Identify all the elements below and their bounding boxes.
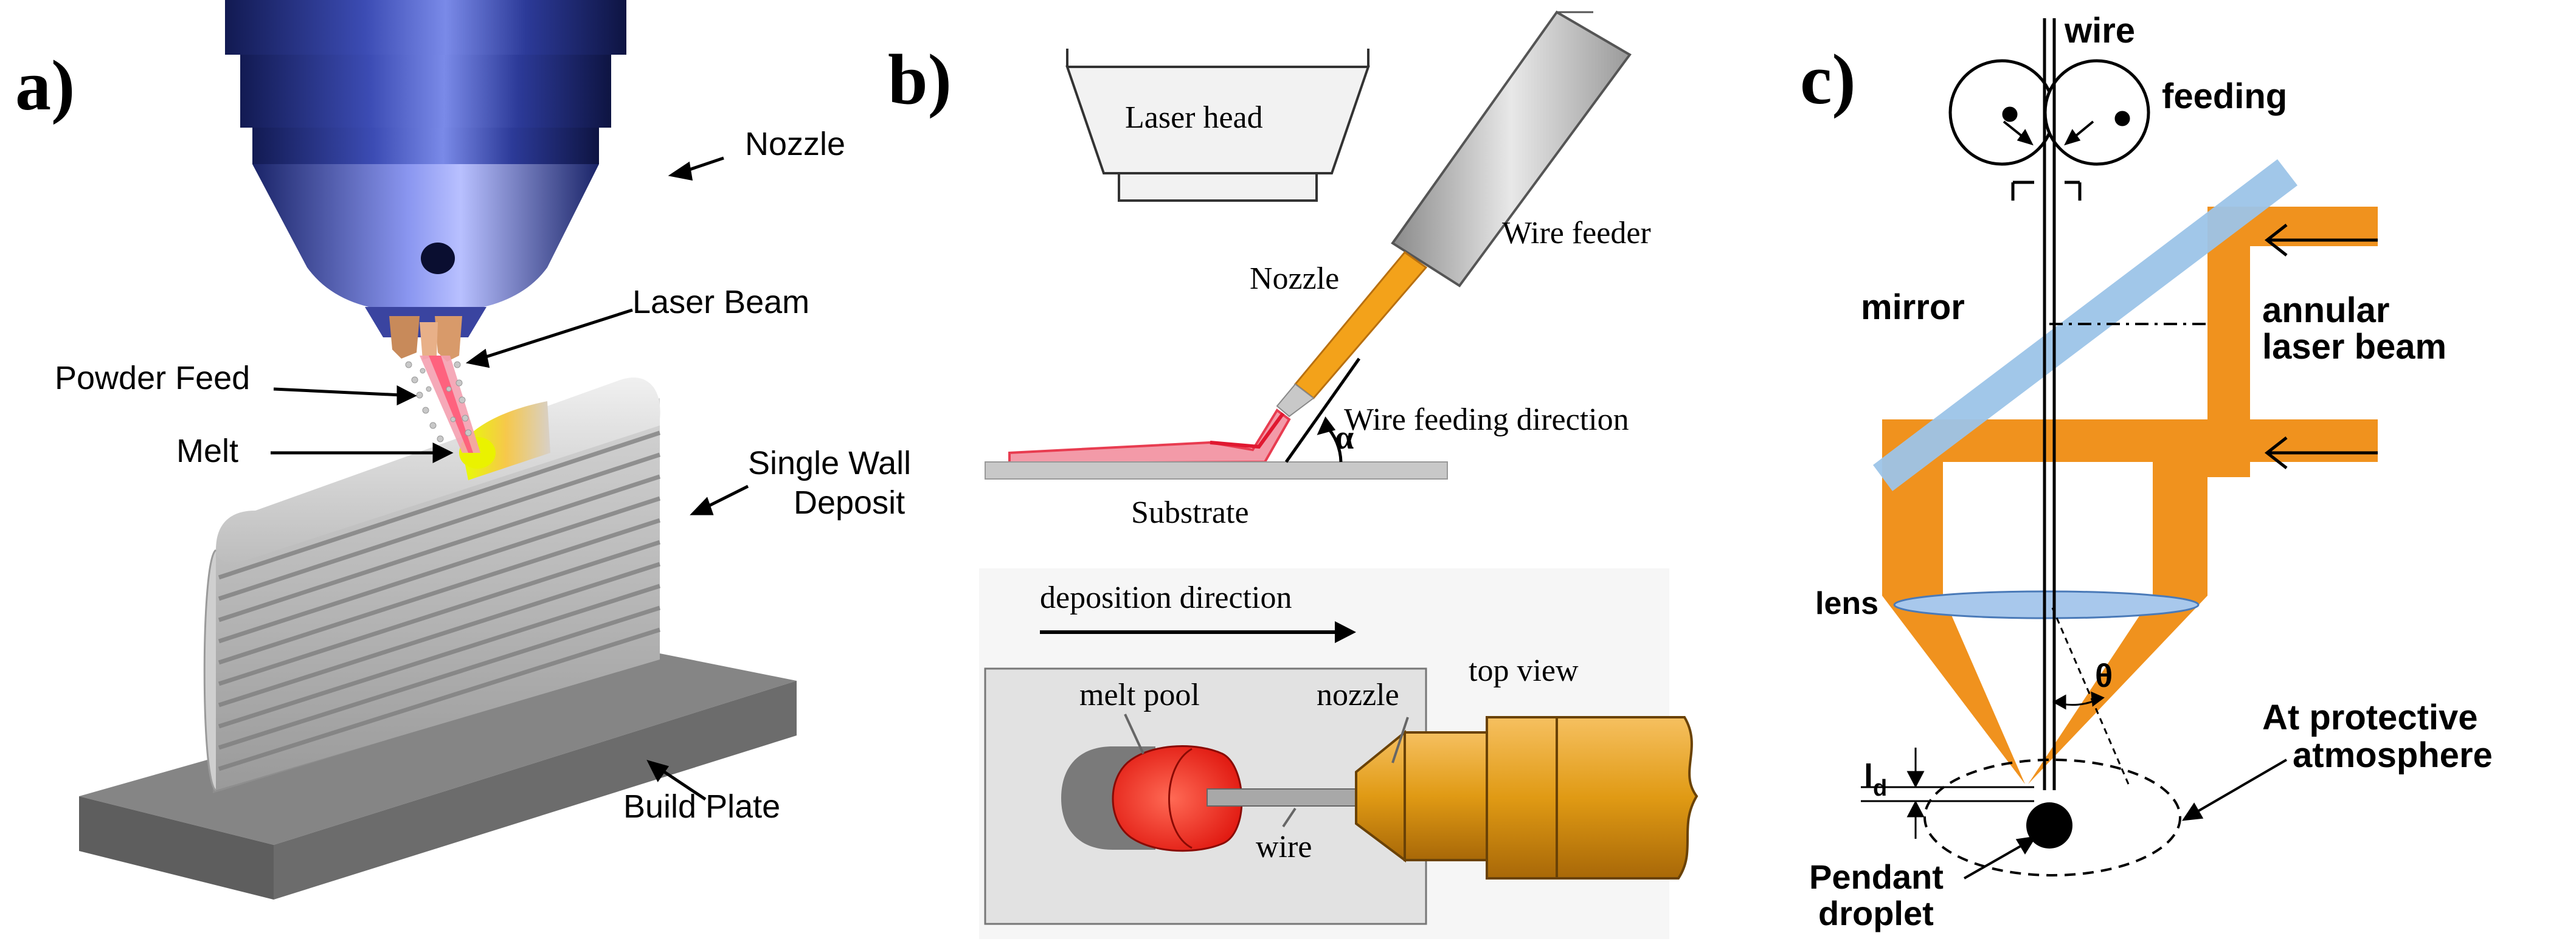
label-laser-head: Laser head bbox=[1125, 100, 1263, 135]
label-top-view: top view bbox=[1469, 653, 1579, 688]
single-wall-deposit bbox=[203, 377, 661, 793]
deposit-track bbox=[1008, 408, 1291, 465]
label-ld-main: l bbox=[1864, 758, 1873, 794]
panel-b-leaders bbox=[1124, 714, 1409, 828]
powder-stream bbox=[405, 361, 472, 443]
label-mirror: mirror bbox=[1861, 288, 1965, 327]
label-deposit: Deposit bbox=[794, 484, 905, 521]
label-nozzle-b: Nozzle bbox=[1250, 261, 1339, 296]
label-wire-feeding-direction: Wire feeding direction bbox=[1344, 402, 1629, 437]
panel-a: a) bbox=[15, 0, 911, 900]
panel-c: c) bbox=[1800, 11, 2493, 932]
deposition-nozzle bbox=[225, 0, 626, 362]
label-wire-c: wire bbox=[2064, 11, 2135, 50]
feeding-rollers bbox=[1948, 59, 2150, 166]
top-view-wire bbox=[1207, 788, 1357, 807]
label-wire-b: wire bbox=[1256, 830, 1312, 864]
label-ld-sub: d bbox=[1873, 776, 1887, 801]
label-alpha: α bbox=[1335, 419, 1354, 456]
label-deposition-direction: deposition direction bbox=[1040, 580, 1292, 615]
label-pendant: Pendant bbox=[1809, 858, 1944, 896]
roller-arrows bbox=[2003, 120, 2094, 146]
lens bbox=[1893, 590, 2200, 619]
label-wire-feeder: Wire feeder bbox=[1502, 216, 1651, 250]
wire-c bbox=[2011, 18, 2082, 790]
panel-a-leaders bbox=[271, 156, 749, 801]
laser-beam bbox=[420, 356, 480, 453]
deposition-direction-arrow bbox=[1040, 621, 1356, 643]
panel-b: b) Laser head Wire feeder Nozzle bbox=[888, 10, 1698, 939]
label-build-plate: Build Plate bbox=[623, 788, 780, 825]
label-melt: Melt bbox=[176, 433, 238, 469]
label-annular: annular bbox=[2262, 291, 2390, 330]
top-view-melt-pool bbox=[1112, 745, 1243, 852]
panel-a-letter: a) bbox=[15, 46, 75, 125]
label-ld: ld bbox=[1864, 758, 1887, 801]
label-powder-feed: Powder Feed bbox=[55, 360, 250, 396]
label-lens: lens bbox=[1815, 586, 1878, 621]
label-nozzle: Nozzle bbox=[745, 126, 845, 162]
label-at-protective: At protective bbox=[2262, 698, 2478, 737]
protective-atmosphere bbox=[1923, 759, 2181, 876]
label-droplet: droplet bbox=[1818, 894, 1934, 932]
label-laser-beam: Laser Beam bbox=[632, 284, 809, 320]
laser-head bbox=[1065, 49, 1370, 202]
build-plate bbox=[79, 644, 797, 900]
label-nozzle-top: nozzle bbox=[1317, 678, 1399, 712]
substrate bbox=[985, 461, 1448, 480]
label-laser-beam-c: laser beam bbox=[2262, 327, 2446, 367]
wire-nozzle bbox=[1276, 250, 1428, 418]
label-single-wall: Single Wall bbox=[748, 445, 911, 481]
beam-arrows bbox=[2264, 224, 2378, 469]
pendant-droplet bbox=[2026, 802, 2072, 849]
label-atmosphere: atmosphere bbox=[2293, 735, 2493, 775]
top-view-nozzle bbox=[1355, 716, 1698, 880]
label-melt-pool: melt pool bbox=[1079, 678, 1200, 712]
panel-b-letter: b) bbox=[888, 40, 952, 119]
label-substrate: Substrate bbox=[1131, 495, 1249, 530]
wire-feeder bbox=[1391, 10, 1632, 288]
panel-c-leaders bbox=[1964, 759, 2288, 880]
panel-c-letter: c) bbox=[1800, 40, 1856, 119]
angle-theta bbox=[2051, 607, 2130, 785]
droplet-distance-dimension bbox=[1861, 748, 2034, 839]
label-theta: θ bbox=[2095, 658, 2113, 694]
angle-alpha bbox=[1284, 357, 1361, 463]
label-feeding: feeding bbox=[2162, 77, 2287, 116]
